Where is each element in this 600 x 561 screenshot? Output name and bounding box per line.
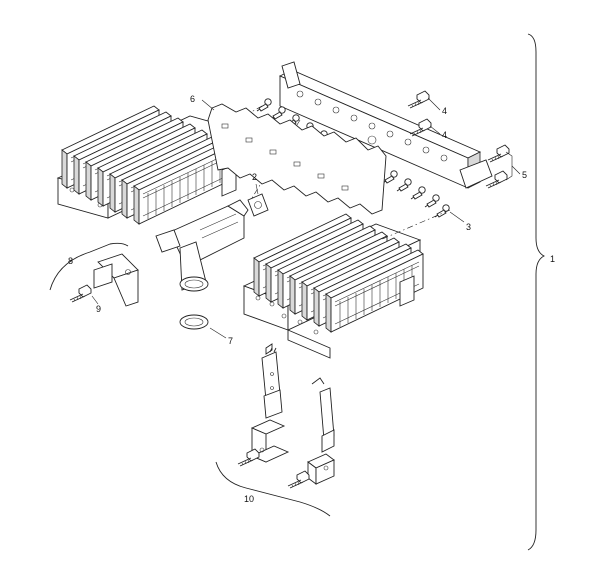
ignition-electrode	[261, 343, 283, 419]
callout-4b: 4	[442, 130, 447, 140]
electrode-bracket-right	[307, 453, 335, 485]
callout-5: 5	[522, 170, 527, 180]
square-gasket	[247, 193, 269, 217]
gas-inlet-elbow	[155, 199, 249, 292]
right-burner-assembly	[242, 213, 424, 359]
left-burner-assembly	[56, 105, 242, 225]
callout-4a: 4	[442, 106, 447, 116]
callout-8: 8	[68, 256, 73, 266]
callout-2: 2	[252, 172, 257, 182]
callout-10: 10	[244, 494, 254, 504]
o-ring	[179, 314, 209, 330]
injector-manifold	[256, 61, 493, 218]
callout-9: 9	[96, 304, 101, 314]
gasket-strip	[207, 103, 387, 215]
callout-6: 6	[190, 94, 195, 104]
callout-1: 1	[550, 254, 555, 264]
flame-sensor-electrode	[311, 377, 335, 453]
callout-7: 7	[228, 336, 233, 346]
mounting-bracket	[93, 253, 139, 307]
assembly-brace	[527, 33, 546, 551]
callout-3: 3	[466, 222, 471, 232]
